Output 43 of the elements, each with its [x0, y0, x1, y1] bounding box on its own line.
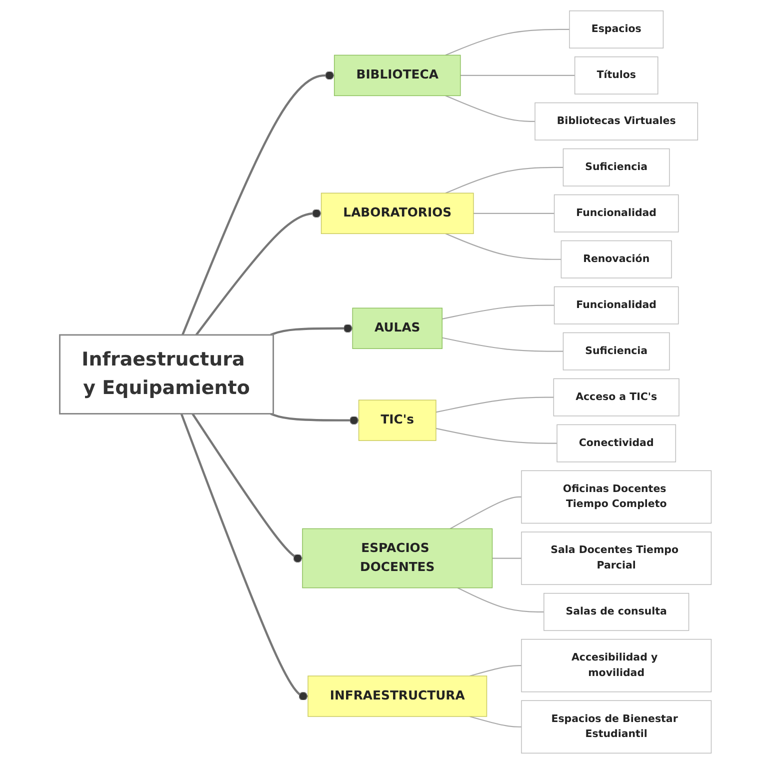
- connector: [442, 304, 554, 320]
- node-box: Espacios: [569, 10, 664, 48]
- node-box: Sala Docentes Tiempo Parcial: [521, 532, 712, 585]
- connector: [182, 71, 334, 336]
- connector: [436, 428, 557, 444]
- node-box: Oficinas Docentes Tiempo Completo: [521, 470, 712, 524]
- connector: [195, 208, 322, 336]
- node-box: AULAS: [352, 308, 442, 349]
- connector: [450, 496, 522, 530]
- node-box: Infraestructura y Equipamiento: [59, 334, 274, 414]
- connector: [445, 166, 564, 194]
- connector: [470, 665, 522, 676]
- connector: [180, 413, 308, 701]
- node-box: Acceso a TIC's: [553, 378, 680, 416]
- connector: [442, 337, 564, 352]
- node-box: BIBLIOTECA: [334, 54, 461, 96]
- node-box: LABORATORIOS: [320, 192, 474, 234]
- node-box: Bibliotecas Virtuales: [534, 102, 698, 140]
- connector: [473, 212, 554, 214]
- connector: [445, 95, 535, 122]
- node-box: Títulos: [574, 56, 658, 94]
- connector: [192, 413, 302, 563]
- connector: [270, 324, 353, 336]
- connector: [436, 396, 554, 413]
- connector: [492, 558, 522, 559]
- connector: [445, 28, 570, 56]
- node-box: TIC's: [358, 400, 436, 441]
- node-box: Funcionalidad: [554, 286, 679, 324]
- node-box: INFRAESTRUCTURA: [308, 676, 488, 717]
- node-box: Funcionalidad: [554, 194, 679, 232]
- node-box: Accesibilidad y movilidad: [521, 638, 712, 692]
- node-box: Suficiencia: [562, 332, 670, 370]
- node-box: Salas de consulta: [544, 592, 690, 631]
- connector: [460, 74, 575, 76]
- connector: [445, 233, 562, 260]
- connector: [270, 412, 359, 425]
- node-box: Renovación: [560, 240, 672, 278]
- node-box: ESPACIOS DOCENTES: [302, 528, 493, 588]
- node-box: Conectividad: [556, 424, 676, 462]
- connector: [470, 716, 522, 728]
- node-box: Suficiencia: [562, 148, 670, 186]
- node-box: Espacios de Bienestar Estudiantil: [521, 700, 712, 754]
- connector: [457, 587, 544, 612]
